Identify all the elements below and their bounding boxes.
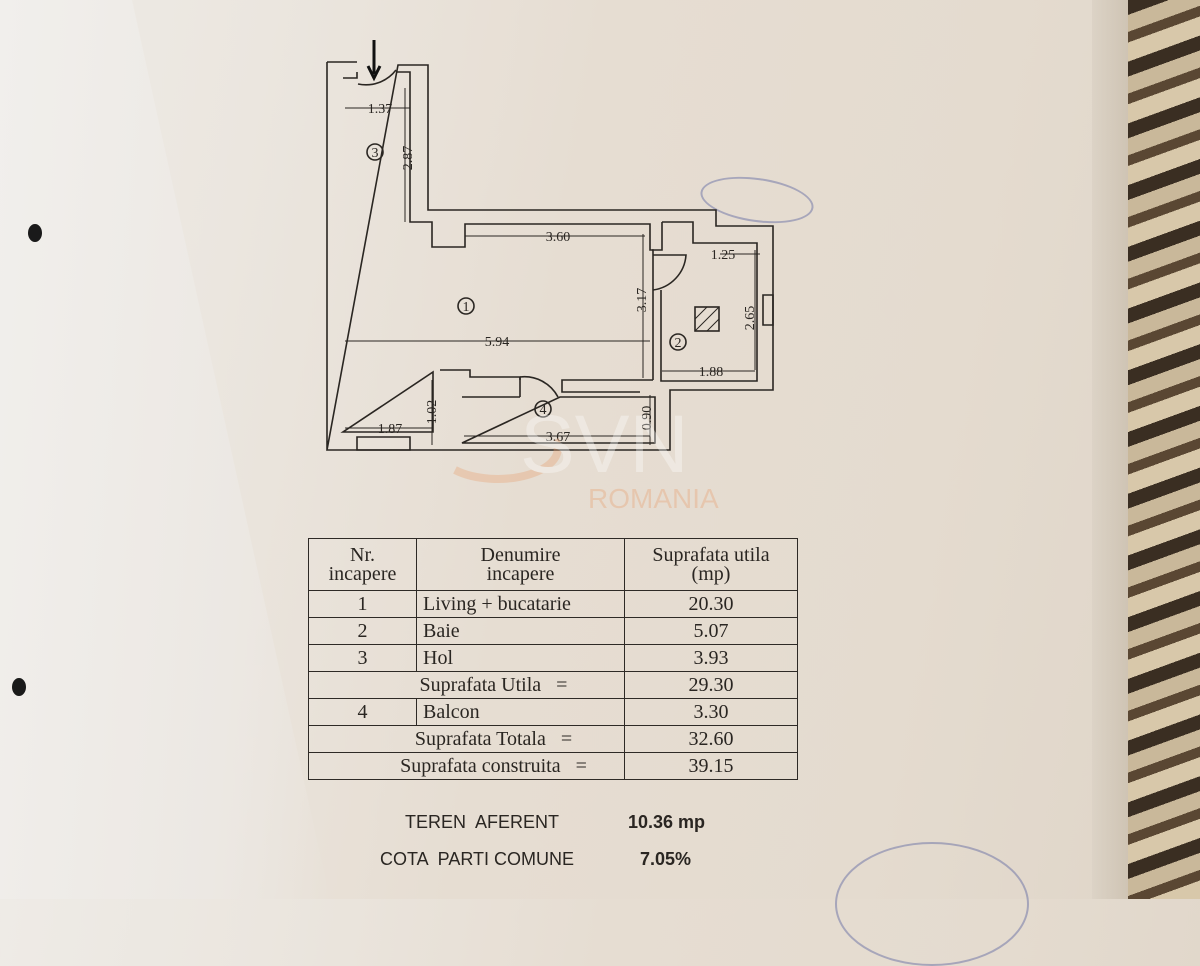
header-nr: incapere bbox=[328, 562, 397, 585]
cell-name: Living + bucatarie bbox=[416, 590, 625, 618]
svg-text:SVN: SVN bbox=[520, 399, 689, 490]
dimension-label: 2.87 bbox=[401, 146, 416, 171]
room-number: 1 bbox=[463, 300, 470, 315]
dimension-label: 3.67 bbox=[546, 430, 571, 445]
room-2-marker bbox=[669, 333, 687, 351]
cell-area: 3.30 bbox=[624, 698, 798, 726]
built-label: Suprafata construita bbox=[400, 754, 561, 777]
total-row: Suprafata Totala = 32.60 bbox=[308, 725, 798, 753]
room-number: 3 bbox=[372, 146, 379, 161]
dimension-label: 3.60 bbox=[546, 230, 571, 245]
total-value: 32.60 bbox=[624, 725, 798, 753]
cell-area: 20.30 bbox=[624, 590, 798, 618]
window bbox=[356, 436, 411, 451]
header-name: incapere bbox=[486, 562, 555, 585]
subtotal-row: Suprafata Utila = 29.30 bbox=[308, 671, 798, 699]
equals-sign: = bbox=[560, 727, 573, 750]
balcony-wall bbox=[461, 396, 656, 444]
subtotal-label: Suprafata Utila bbox=[419, 673, 542, 696]
outer-wall bbox=[326, 61, 774, 451]
table-row: 1 Living + bucatarie 20.30 bbox=[308, 590, 798, 618]
header-nr: Nr. bbox=[350, 543, 375, 566]
teren-aferent-label: TEREN AFERENT bbox=[405, 812, 560, 832]
total-label: Suprafata Totala bbox=[414, 727, 546, 750]
dimension-label: 1.02 bbox=[425, 400, 440, 425]
dimension-label: 2.65 bbox=[743, 306, 758, 331]
watermark-logo: SVN ROMANIA bbox=[453, 399, 719, 514]
cell-nr: 4 bbox=[308, 698, 417, 726]
subtotal-value: 29.30 bbox=[624, 671, 798, 699]
entrance-door bbox=[357, 69, 397, 86]
dimension-label: 1.25 bbox=[711, 248, 736, 263]
room-1-marker bbox=[457, 297, 475, 315]
cota-parti-label: COTA PARTI COMUNE bbox=[380, 849, 575, 869]
table-row: 2 Baie 5.07 bbox=[308, 617, 798, 645]
dimension-label: 0.90 bbox=[640, 406, 655, 431]
dimension-label: 3.17 bbox=[635, 288, 650, 313]
room-3-marker bbox=[366, 143, 384, 161]
built-area-row: Suprafata construita = 39.15 bbox=[308, 752, 798, 780]
floor-plan: 1 2 3 4 1.37 2.87 3.60 3.17 5.94 1.25 2.… bbox=[326, 40, 774, 514]
header-area: Suprafata utila bbox=[652, 543, 770, 566]
table-row: 3 Hol 3.93 bbox=[308, 644, 798, 672]
punch-hole bbox=[28, 224, 42, 242]
dimension-label: 1.87 bbox=[378, 422, 403, 437]
svg-text:ROMANIA: ROMANIA bbox=[588, 483, 719, 514]
balcony-door bbox=[519, 375, 559, 398]
cell-nr: 2 bbox=[308, 617, 417, 645]
room-number: 2 bbox=[675, 336, 682, 351]
cell-name: Hol bbox=[416, 644, 625, 672]
equals-sign: = bbox=[556, 673, 568, 696]
built-value: 39.15 bbox=[624, 752, 798, 780]
equals-sign: = bbox=[575, 754, 587, 777]
total-label-cell: Suprafata Totala = bbox=[308, 725, 625, 753]
header-area: (mp) bbox=[691, 562, 731, 585]
page-edge bbox=[1092, 0, 1128, 899]
entrance-arrow-icon bbox=[366, 40, 382, 82]
cell-area: 3.93 bbox=[624, 644, 798, 672]
cota-parti-value: 7.05% bbox=[640, 849, 692, 869]
dimension-label: 5.94 bbox=[485, 335, 510, 350]
room-4-marker bbox=[534, 400, 552, 418]
cell-area: 5.07 bbox=[624, 617, 798, 645]
cell-name: Baie bbox=[416, 617, 625, 645]
table-row: 4 Balcon 3.30 bbox=[308, 698, 798, 726]
cell-nr: 3 bbox=[308, 644, 417, 672]
cell-nr: 1 bbox=[308, 590, 417, 618]
built-label-cell: Suprafata construita = bbox=[308, 752, 625, 780]
dimension-label: 1.37 bbox=[368, 102, 393, 117]
window bbox=[762, 294, 774, 326]
teren-aferent-value: 10.36 mp bbox=[628, 812, 706, 832]
room-number: 4 bbox=[540, 403, 547, 418]
bathroom-door bbox=[652, 254, 687, 291]
dimension-label: 1.88 bbox=[699, 365, 724, 380]
punch-hole bbox=[12, 678, 26, 696]
dimension-lines bbox=[345, 88, 760, 445]
cell-name: Balcon bbox=[416, 698, 625, 726]
living-hall-inner-wall bbox=[340, 71, 654, 433]
bathroom-wall bbox=[652, 221, 758, 382]
background-fabric bbox=[1128, 0, 1200, 899]
subtotal-label-cell: Suprafata Utila = bbox=[308, 671, 625, 699]
header-name: Denumire bbox=[480, 543, 561, 566]
